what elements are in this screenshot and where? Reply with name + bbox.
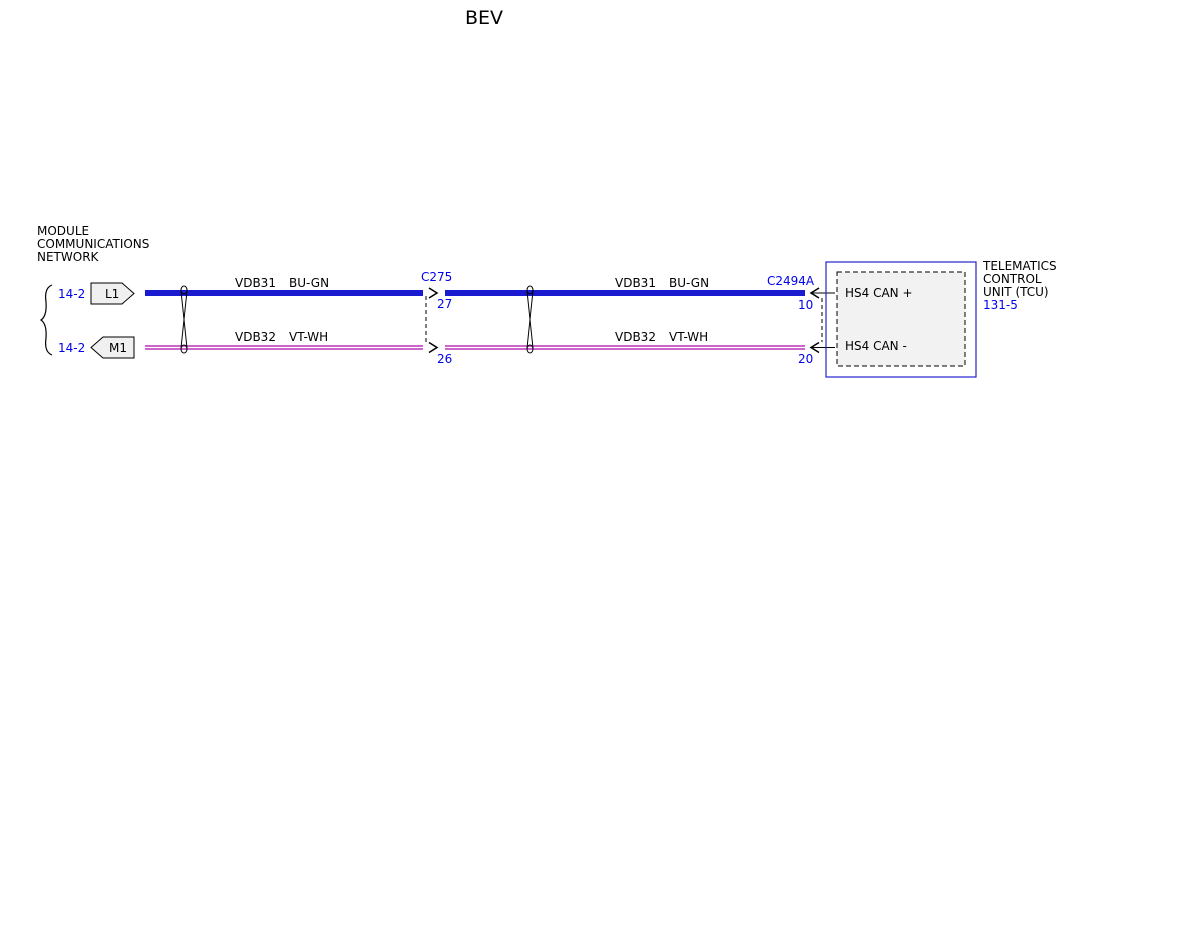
- tcu-label-line-2: CONTROL: [983, 272, 1042, 286]
- tcu-label-line-1: TELEMATICS: [982, 259, 1057, 273]
- connector-c2494a-pin-bottom: 20: [798, 352, 813, 366]
- left-group-label-line-2: COMMUNICATIONS: [37, 237, 149, 251]
- wire-vdb31-segment-1: [145, 290, 423, 296]
- connector-c275-label: C275: [421, 270, 452, 284]
- twisted-pair-icon-2: [526, 285, 534, 354]
- wire-vdb32: [145, 345, 805, 350]
- tcu-pin-hs4-can-minus: HS4 CAN -: [845, 339, 907, 353]
- tcu-pin-hs4-can-plus: HS4 CAN +: [845, 286, 913, 300]
- wire-vdb32-color-label-1: VT-WH: [289, 330, 328, 344]
- wire-vdb31-circuit-label-2: VDB31: [615, 276, 656, 290]
- twisted-pair-icon-1: [180, 285, 188, 354]
- diagram-title: BEV: [465, 7, 503, 29]
- tcu-module-internal-boundary: [836, 271, 966, 367]
- group-brace: [39, 284, 53, 356]
- left-ref-top: 14-2: [58, 287, 85, 301]
- wire-vdb32-circuit-label-2: VDB32: [615, 330, 656, 344]
- wire-vdb31: [145, 290, 805, 296]
- wire-vdb31-circuit-label-1: VDB31: [235, 276, 276, 290]
- left-group-label-line-1: MODULE: [37, 224, 89, 238]
- left-group-label-line-3: NETWORK: [37, 250, 100, 264]
- connector-c275-pin-27-arrow-icon: [428, 287, 439, 299]
- flag-l1: [90, 282, 135, 305]
- wire-vdb31-color-label-2: BU-GN: [669, 276, 709, 290]
- tcu-module-box: [825, 261, 977, 378]
- connector-c275-pin-top: 27: [437, 297, 452, 311]
- flag-m1: [90, 336, 135, 359]
- connector-c275-pin-bottom: 26: [437, 352, 452, 366]
- left-ref-bottom: 14-2: [58, 341, 85, 355]
- flag-m1-label: M1: [109, 341, 127, 355]
- wire-vdb31-segment-2: [445, 290, 805, 296]
- wire-vdb32-circuit-label-1: VDB32: [235, 330, 276, 344]
- connector-c2494a-pin-top: 10: [798, 298, 813, 312]
- connector-c275-pin-26-arrow-icon: [428, 341, 439, 354]
- wire-vdb31-color-label-1: BU-GN: [289, 276, 329, 290]
- tcu-label-line-3: UNIT (TCU): [983, 285, 1049, 299]
- tcu-ref: 131-5: [983, 298, 1018, 312]
- flag-l1-label: L1: [105, 287, 119, 301]
- connector-c2494a-label: C2494A: [767, 274, 815, 288]
- wire-vdb32-color-label-2: VT-WH: [669, 330, 708, 344]
